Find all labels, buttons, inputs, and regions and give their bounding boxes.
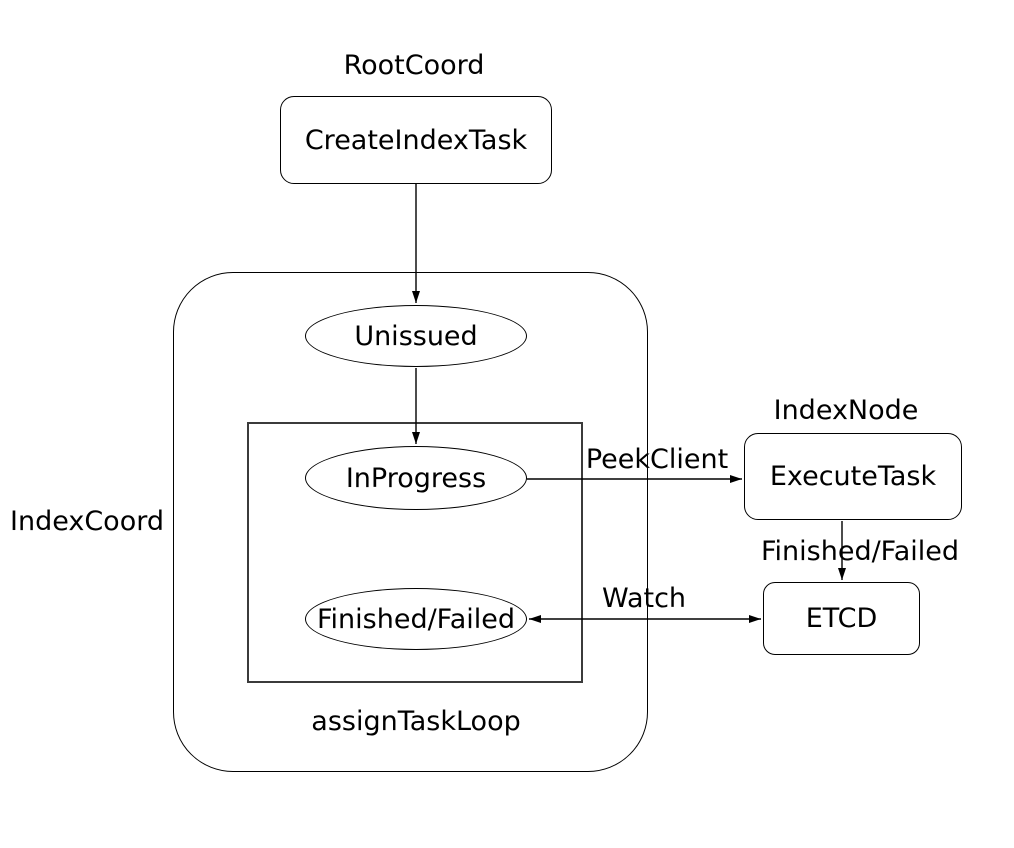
inprogress-state-node: InProgress xyxy=(305,446,527,510)
unissued-state-node: Unissued xyxy=(305,305,527,367)
finishedfailed-edge-label: Finished/Failed xyxy=(760,536,960,567)
indexcoord-group-label: IndexCoord xyxy=(10,506,164,537)
finishedfailed-state-label: Finished/Failed xyxy=(316,603,516,635)
assigntaskloop-label: assignTaskLoop xyxy=(311,706,521,737)
rootcoord-group-label: RootCoord xyxy=(343,50,485,81)
assigntaskloop-container xyxy=(247,422,583,683)
inprogress-state-label: InProgress xyxy=(345,462,487,494)
peekclient-edge-label: PeekClient xyxy=(585,444,729,475)
create-index-task-node: CreateIndexTask xyxy=(280,96,552,184)
create-index-task-label: CreateIndexTask xyxy=(304,124,528,156)
etcd-node: ETCD xyxy=(763,582,920,655)
indexnode-group-label: IndexNode xyxy=(773,395,919,426)
etcd-label: ETCD xyxy=(805,603,878,634)
indexcoord-container xyxy=(173,272,648,772)
execute-task-label: ExecuteTask xyxy=(769,461,937,492)
finishedfailed-state-node: Finished/Failed xyxy=(305,588,527,650)
watch-edge-label: Watch xyxy=(601,583,687,614)
unissued-state-label: Unissued xyxy=(354,320,478,352)
execute-task-node: ExecuteTask xyxy=(744,433,962,520)
